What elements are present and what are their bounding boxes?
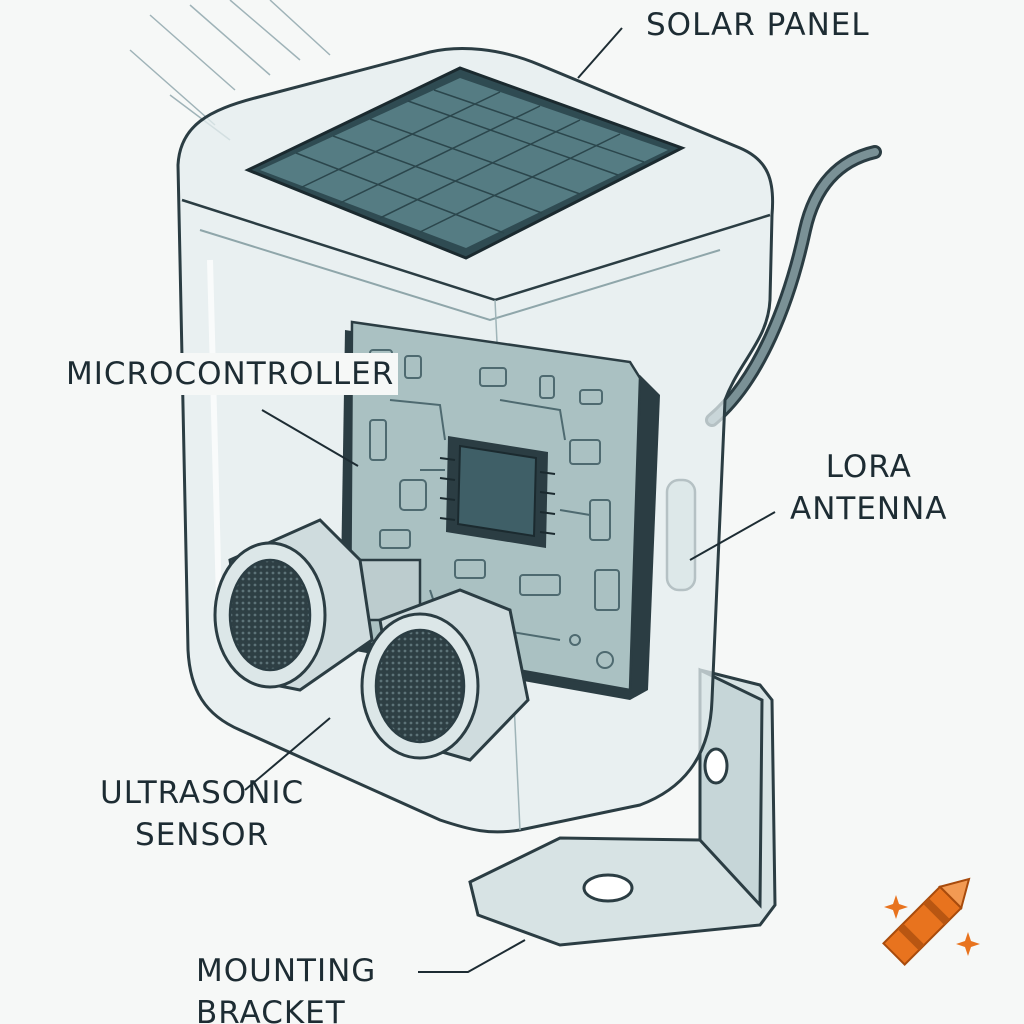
label-ultrasonic-line2: SENSOR	[135, 817, 270, 853]
label-solar-panel: SOLAR PANEL	[646, 4, 870, 46]
transducer-right	[360, 588, 530, 762]
transducer-left	[213, 518, 374, 692]
microcontroller-chip-shape	[439, 436, 556, 548]
label-microcontroller: MICROCONTROLLER	[62, 353, 399, 395]
label-lora-line1: LORA	[825, 449, 912, 485]
label-mounting-line1: MOUNTING	[196, 953, 377, 989]
label-lora-line2: ANTENNA	[790, 491, 948, 527]
leader-lines	[244, 27, 776, 973]
solar-panel-shape	[244, 66, 686, 260]
label-ultrasonic-line1: ULTRASONIC	[100, 775, 305, 811]
label-mounting-line2: BRACKET	[196, 995, 346, 1024]
label-lora-antenna: LORA ANTENNA	[790, 446, 948, 530]
crayon-icon	[882, 877, 971, 966]
label-mounting-bracket: MOUNTING BRACKET	[196, 950, 376, 1024]
sparkle-icon	[884, 895, 980, 956]
label-ultrasonic-sensor: ULTRASONIC SENSOR	[100, 772, 304, 856]
label-solar-panel-text: SOLAR PANEL	[646, 7, 870, 43]
label-microcontroller-text: MICROCONTROLLER	[66, 356, 395, 392]
sun-rays	[129, 0, 331, 141]
mounting-bracket-shape	[468, 667, 777, 947]
ultrasonic-sensor-shape	[213, 518, 530, 762]
